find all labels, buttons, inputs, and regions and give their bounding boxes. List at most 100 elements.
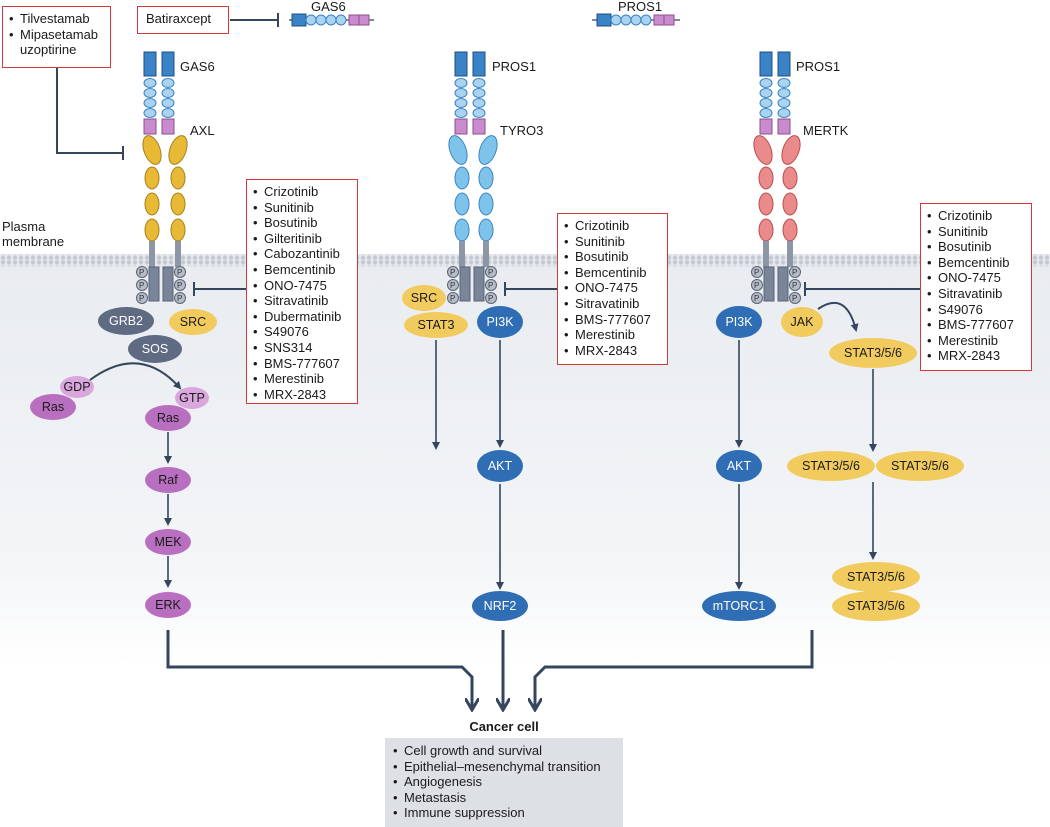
svg-text:P: P [754, 281, 759, 290]
tyro3-tki-inhibition [504, 282, 557, 296]
erk-label: ERK [155, 598, 181, 612]
gas6-ligand-label: GAS6 [180, 59, 215, 74]
tyro3-inhibitor-item: Bemcentinib [564, 265, 661, 281]
axl-inhibitor-item: S49076 [253, 324, 351, 340]
gdp-to-gtp-arrow [89, 362, 182, 390]
gdp-node [60, 376, 94, 398]
gas6-top-label: GAS6 [311, 0, 346, 14]
mtorc1-node [702, 591, 776, 621]
src-tyro3-node [402, 285, 446, 311]
axl-inhibitor-item: ONO-7475 [253, 278, 351, 294]
ras-gtp-label: Ras [157, 411, 179, 425]
pi3k-tyro3-label: PI3K [486, 315, 514, 329]
mertk-receptor [753, 135, 801, 302]
axl-inhibitor-item: Bosutinib [253, 215, 351, 231]
mertk-inhibitor-item: MRX-2843 [927, 348, 1025, 364]
stat356-label-e: STAT3/5/6 [847, 599, 905, 613]
svg-text:P: P [754, 294, 759, 303]
akt-mertk-node [716, 450, 762, 482]
svg-text:P: P [754, 268, 759, 277]
axl-inhibitor-item: Sitravatinib [253, 293, 351, 309]
mertk-inhibitor-item: Sitravatinib [927, 286, 1025, 302]
axl-inhibitor-item: BMS-777607 [253, 356, 351, 372]
stat3-node [404, 312, 468, 338]
phospho-sites-axl: P P P P P P [136, 266, 186, 304]
outcome-item: Angiogenesis [393, 774, 615, 790]
svg-text:P: P [139, 268, 144, 277]
ras-gdp-node [30, 394, 76, 420]
raf-node [145, 467, 191, 493]
mertk-inhibitor-item: ONO-7475 [927, 270, 1025, 286]
svg-text:P: P [139, 281, 144, 290]
tyro3-inhibitor-item: Crizotinib [564, 218, 661, 234]
axl-inhibitor-item: Crizotinib [253, 184, 351, 200]
grb2-label: GRB2 [109, 314, 143, 328]
mertk-inhibitor-item: BMS-777607 [927, 317, 1025, 333]
svg-text:P: P [488, 294, 493, 303]
tyro3-receptor [448, 135, 498, 302]
stat356-node-d [832, 562, 920, 592]
jak-label: JAK [791, 315, 815, 329]
grb2-node [98, 307, 154, 335]
stat356-node-c [876, 451, 964, 481]
pros1-free-ligand [592, 13, 680, 27]
mertk-inhibitor-box: Crizotinib Sunitinib Bosutinib Bemcentin… [920, 203, 1032, 371]
sos-label: SOS [142, 342, 168, 356]
plasma-membrane [0, 254, 1050, 267]
pros1-ligand-label-tyro3: PROS1 [492, 59, 536, 74]
akt-mertk-label: AKT [727, 459, 752, 473]
mertk-tki-inhibition [804, 282, 920, 296]
svg-text:P: P [177, 281, 182, 290]
gas6-ligand-dimer [143, 51, 175, 135]
gdp-label: GDP [63, 380, 90, 394]
axl-label: AXL [190, 123, 215, 138]
stat356-node-a [829, 338, 917, 368]
phospho-sites-mertk: P P P P P P [751, 266, 801, 304]
gas6-decoy-horizontal [289, 13, 374, 27]
stat3-label: STAT3 [417, 318, 454, 332]
tyro3-inhibitor-item: Sitravatinib [564, 296, 661, 312]
axl-inhibitor-item: Bemcentinib [253, 262, 351, 278]
stat356-label-b: STAT3/5/6 [802, 459, 860, 473]
axl-inhibitor-item: Sunitinib [253, 200, 351, 216]
svg-text:P: P [450, 281, 455, 290]
axl-inhibitor-box: Crizotinib Sunitinib Bosutinib Gilteriti… [246, 179, 358, 404]
mertk-inhibitor-item: S49076 [927, 302, 1025, 318]
svg-text:P: P [792, 268, 797, 277]
mertk-inhibitor-item: Bosutinib [927, 239, 1025, 255]
stat356-node-e [832, 591, 920, 621]
raf-label: Raf [158, 473, 178, 487]
akt-tyro3-node [477, 450, 523, 482]
phospho-sites-tyro3: P P P P P P [447, 266, 497, 304]
axl-tki-inhibition [193, 282, 246, 296]
tyro3-inhibitor-item: MRX-2843 [564, 343, 661, 359]
stat-to-cancer-arrow [535, 630, 814, 708]
jak-node [781, 307, 823, 337]
batiraxcept-box: Batiraxcept [137, 6, 229, 34]
antibody-inhibition [56, 68, 124, 160]
plasma-membrane-label: Plasma membrane [2, 219, 65, 249]
tyro3-inhibitor-item: BMS-777607 [564, 312, 661, 328]
axl-inhibitor-item: Dubermatinib [253, 309, 351, 325]
outcome-item: Metastasis [393, 790, 615, 806]
batiraxcept-inhibition [230, 13, 279, 27]
axl-receptor [142, 135, 188, 302]
svg-text:P: P [177, 294, 182, 303]
cancer-cell-title: Cancer cell [469, 719, 539, 734]
pros1-ligand-dimer-mertk [759, 51, 791, 135]
axl-inhibitor-item: SNS314 [253, 340, 351, 356]
tyro3-inhibitor-item: Sunitinib [564, 234, 661, 250]
sos-node [128, 335, 182, 363]
jak-to-stat-arrow [817, 301, 859, 332]
svg-text:P: P [139, 294, 144, 303]
axl-inhibitor-item: Cabozantinib [253, 246, 351, 262]
mek-label: MEK [154, 535, 182, 549]
pros1-top-label: PROS1 [618, 0, 662, 14]
pi3k-mertk-label: PI3K [725, 315, 753, 329]
svg-text:P: P [792, 281, 797, 290]
akt-tyro3-label: AKT [488, 459, 513, 473]
svg-text:P: P [488, 268, 493, 277]
antibody-item: Tilvestamab [9, 11, 104, 27]
antibody-box: Tilvestamab Mipasetamab uzoptirine [2, 6, 111, 68]
